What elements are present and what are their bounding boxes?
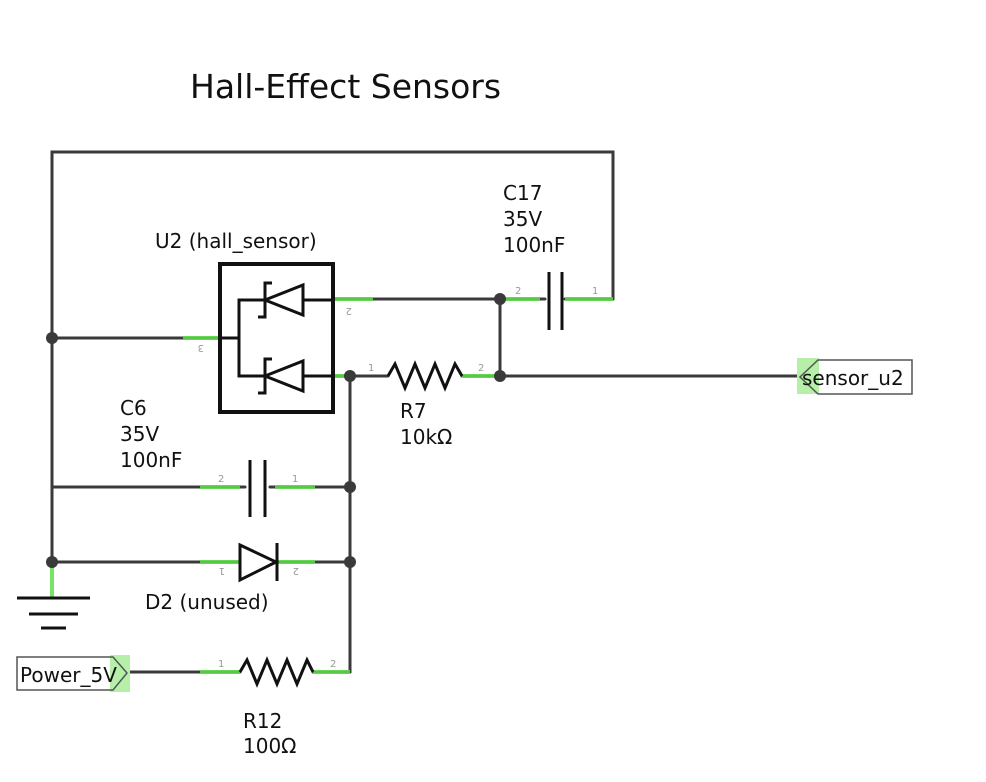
svg-text:35V: 35V bbox=[120, 422, 159, 446]
svg-text:2: 2 bbox=[218, 474, 224, 485]
power-5v-net-label[interactable]: Power_5V bbox=[16, 655, 130, 692]
svg-text:sensor_u2: sensor_u2 bbox=[802, 366, 904, 390]
svg-text:100nF: 100nF bbox=[120, 448, 182, 472]
c6-capacitor[interactable]: C6 35V 100nF 2 1 bbox=[120, 396, 298, 517]
svg-text:35V: 35V bbox=[503, 207, 542, 231]
svg-text:2: 2 bbox=[346, 305, 352, 316]
d2-diode[interactable]: 1 2 D2 (unused) bbox=[145, 542, 299, 614]
junctions bbox=[46, 293, 506, 568]
svg-text:10kΩ: 10kΩ bbox=[400, 425, 452, 449]
zener-diode-icon bbox=[258, 357, 333, 395]
svg-text:100nF: 100nF bbox=[503, 233, 565, 257]
schematic-title: Hall-Effect Sensors bbox=[190, 67, 501, 106]
sensor-u2-net-label[interactable]: sensor_u2 bbox=[797, 358, 913, 395]
svg-text:1: 1 bbox=[218, 659, 224, 670]
svg-text:Power_5V: Power_5V bbox=[20, 663, 117, 687]
svg-text:D2 (unused): D2 (unused) bbox=[145, 590, 269, 614]
u2-hall-sensor[interactable]: U2 (hall_sensor) 2 3 1 bbox=[155, 229, 374, 414]
svg-text:2: 2 bbox=[478, 363, 484, 374]
svg-text:100Ω: 100Ω bbox=[243, 734, 296, 758]
svg-text:1: 1 bbox=[368, 363, 374, 374]
r12-resistor[interactable]: 1 2 R12 100Ω bbox=[218, 656, 336, 758]
svg-text:2: 2 bbox=[330, 659, 336, 670]
svg-text:C6: C6 bbox=[120, 396, 147, 420]
svg-text:3: 3 bbox=[198, 342, 204, 353]
svg-text:1: 1 bbox=[292, 474, 298, 485]
ground-icon bbox=[17, 596, 90, 630]
svg-text:1: 1 bbox=[592, 286, 598, 297]
r7-resistor[interactable]: 2 R7 10kΩ bbox=[386, 360, 484, 449]
svg-text:2: 2 bbox=[293, 565, 299, 576]
svg-text:C17: C17 bbox=[503, 181, 542, 205]
svg-text:1: 1 bbox=[219, 565, 225, 576]
zener-diode-icon bbox=[258, 281, 333, 319]
svg-text:R12: R12 bbox=[243, 709, 282, 733]
u2-label: U2 (hall_sensor) bbox=[155, 229, 317, 253]
svg-text:R7: R7 bbox=[400, 399, 427, 423]
c17-capacitor[interactable]: C17 35V 100nF 2 1 bbox=[503, 181, 598, 330]
svg-text:2: 2 bbox=[515, 286, 521, 297]
